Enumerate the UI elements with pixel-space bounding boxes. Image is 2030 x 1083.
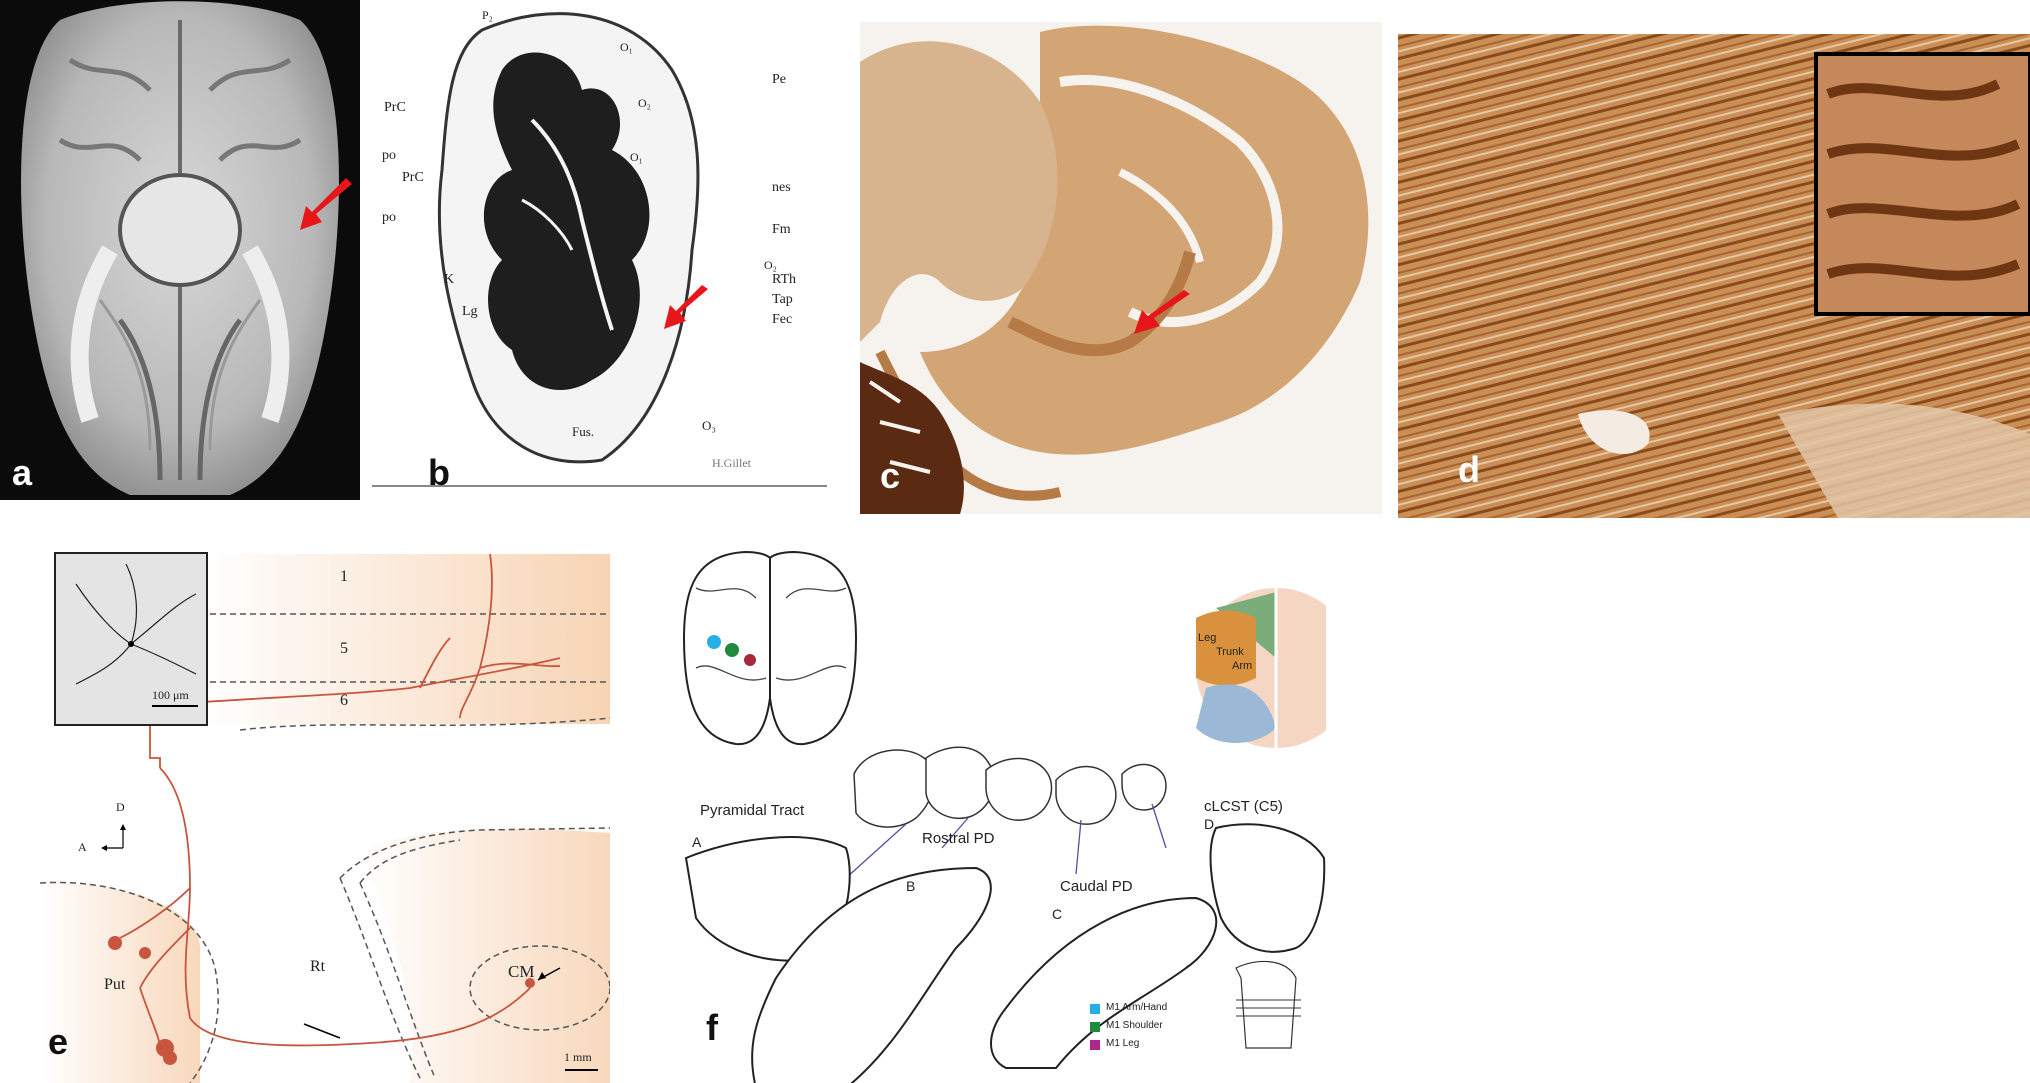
legend-leg: M1 Leg xyxy=(1106,1038,1140,1049)
panel-f: Leg Trunk Arm Pyramidal Tract Rostral PD… xyxy=(676,548,1326,1083)
put-label: Put xyxy=(104,976,126,993)
b-annot-prc2: PrC xyxy=(402,170,424,185)
panel-label-e: e xyxy=(48,1021,69,1062)
panel-c: c xyxy=(860,22,1382,514)
panel-label-a: a xyxy=(12,452,33,493)
shape-a-letter: A xyxy=(692,834,702,850)
cerebellar-stain-section xyxy=(860,25,1369,514)
b-annot-po2: po xyxy=(382,210,396,225)
panel-d: d xyxy=(1398,34,2030,518)
b-annot-rth: RTh xyxy=(772,272,797,287)
main-scale-label: 1 mm xyxy=(564,1050,592,1064)
clcst-label: cLCST (C5) xyxy=(1204,798,1283,815)
legend-arm-hand: M1 Arm/Hand xyxy=(1106,1002,1168,1013)
panel-label-b: b xyxy=(428,452,450,493)
b-annot-o2b: O₂ xyxy=(764,258,777,272)
red-arrow-c xyxy=(1134,290,1190,334)
panel-e: 100 μm 1 5 6 D A Put Rt CM 1 mm e xyxy=(40,548,610,1083)
coronal-section-drawing xyxy=(372,12,827,487)
rt-label: Rt xyxy=(310,958,326,975)
b-annot-o3: O₃ xyxy=(702,418,716,433)
b-annot-p2: P₂ xyxy=(482,8,493,22)
neuron-inset-drawing xyxy=(75,563,198,707)
red-arrow-b xyxy=(664,285,708,329)
cord-label-leg: Leg xyxy=(1198,632,1217,644)
brain-ventral-photo xyxy=(21,1,339,495)
b-annot-prc1: PrC xyxy=(384,100,406,115)
axis-d-label: D xyxy=(116,800,125,814)
layer-5-label: 5 xyxy=(340,640,348,657)
b-annot-pe: Pe xyxy=(772,72,786,87)
shape-c-letter: C xyxy=(1052,906,1063,922)
b-annot-fec: Fec xyxy=(772,312,793,327)
b-annot-tap: Tap xyxy=(772,292,793,307)
b-annot-signature: H.Gillet xyxy=(712,456,751,470)
red-arrow-a xyxy=(300,178,352,230)
inset-scale-label: 100 μm xyxy=(152,688,189,702)
panel-label-f: f xyxy=(706,1007,718,1048)
cord-label-arm: Arm xyxy=(1232,660,1253,672)
panel-label-c: c xyxy=(880,455,901,496)
panel-b: P₂ O₁ Pe PrC po PrC po O₂ O₁ nes Fm K RT… xyxy=(372,0,827,500)
fiber-stain-micrograph xyxy=(1398,34,2030,518)
b-annot-o2a: O₂ xyxy=(638,96,651,110)
cord-label-trunk: Trunk xyxy=(1216,646,1244,658)
b-annot-k: K xyxy=(444,272,455,287)
shape-d-letter: D xyxy=(1204,816,1215,832)
b-annot-fus: Fus. xyxy=(572,424,595,439)
caudal-pd-label: Caudal PD xyxy=(1060,878,1133,895)
cm-label: CM xyxy=(508,962,535,981)
layer-6-label: 6 xyxy=(340,692,348,709)
axis-a-label: A xyxy=(78,840,87,854)
b-annot-lg: Lg xyxy=(462,304,478,319)
b-annot-po1: po xyxy=(382,148,396,163)
rostral-pd-label: Rostral PD xyxy=(922,830,995,847)
corticospinal-tract-diagram xyxy=(682,550,1326,1083)
neuron-inset-image: 100 μm xyxy=(54,552,208,726)
legend-shoulder: M1 Shoulder xyxy=(1106,1020,1163,1031)
b-annot-o1a: O₁ xyxy=(620,40,633,54)
panel-label-d: d xyxy=(1458,449,1480,490)
neuron-reconstruction-diagram xyxy=(40,553,610,1083)
pyramidal-tract-label: Pyramidal Tract xyxy=(700,802,805,819)
layer-1-label: 1 xyxy=(340,568,348,585)
b-annot-nes: nes xyxy=(772,180,791,195)
b-annot-fm: Fm xyxy=(772,222,791,237)
b-annot-o1b: O₁ xyxy=(630,150,643,164)
panel-a: a xyxy=(0,0,360,500)
shape-b-letter: B xyxy=(906,878,916,894)
